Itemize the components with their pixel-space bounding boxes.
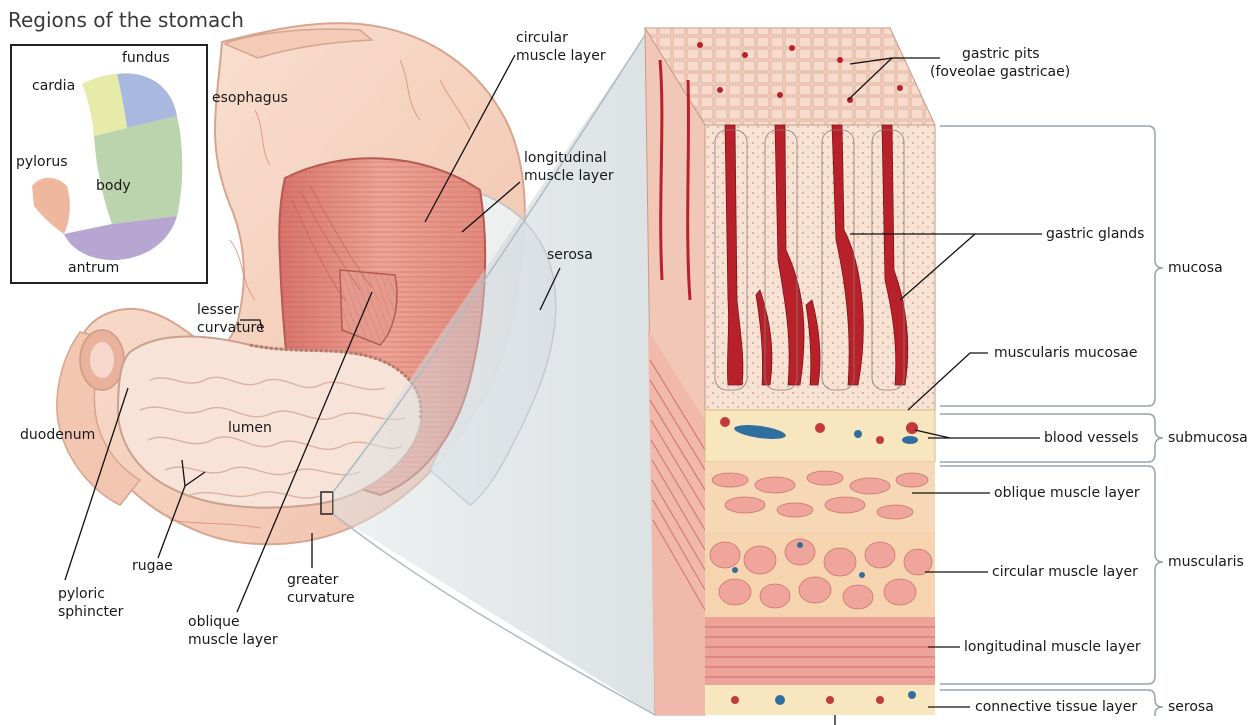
label-duodenum: duodenum [20,427,95,444]
label-muscularis: muscularis [1168,554,1244,571]
label-longitudinal-muscle: longitudinal muscle layer [964,639,1141,656]
page-title: Regions of the stomach [8,8,244,32]
label-muscularis-mucosae: muscularis mucosae [994,345,1138,362]
inset-pylorus-region [32,178,70,234]
label-longitudinal-line2: muscle layer [524,168,614,185]
label-connective-tissue: connective tissue layer [975,699,1137,716]
inset-label-fundus: fundus [122,50,170,66]
inset-label-cardia: cardia [32,78,75,94]
label-lesser-line1: lesser [197,302,238,319]
label-gastric-pits-line1: gastric pits [962,46,1040,63]
label-submucosa: submucosa [1168,430,1248,447]
label-oblique-muscle: oblique muscle layer [994,485,1140,502]
label-pyloric-line1: pyloric [58,586,105,603]
label-greater-line1: greater [287,572,338,589]
label-pyloric-line2: sphincter [58,604,123,621]
label-circular-line2: muscle layer [516,48,606,65]
label-lesser-line2: curvature [197,320,265,337]
mucosa-bracket [940,126,1163,406]
label-gastric-pits-line2: (foveolae gastricae) [930,64,1070,81]
label-greater-line2: curvature [287,590,355,607]
label-blood-vessels: blood vessels [1044,430,1139,447]
label-lumen: lumen [228,420,272,437]
label-oblique-line2: muscle layer [188,632,278,649]
label-longitudinal-line1: longitudinal [524,150,607,167]
label-circular-line1: circular [516,30,568,47]
label-rugae: rugae [132,558,173,575]
label-mucosa: mucosa [1168,260,1223,277]
inset-label-body: body [96,178,131,194]
inset-label-pylorus: pylorus [16,154,68,170]
label-serosa: serosa [547,247,593,264]
submucosa-layer [705,410,935,462]
label-oblique-line1: oblique [188,614,240,631]
label-esophagus: esophagus [212,90,288,107]
label-serosa-section: serosa [1168,699,1214,716]
label-gastric-glands: gastric glands [1046,226,1144,243]
label-circular-muscle: circular muscle layer [992,564,1138,581]
connective-layer [705,685,935,715]
regions-inset: fundus cardia pylorus body antrum [10,44,208,284]
inset-label-antrum: antrum [68,260,119,276]
